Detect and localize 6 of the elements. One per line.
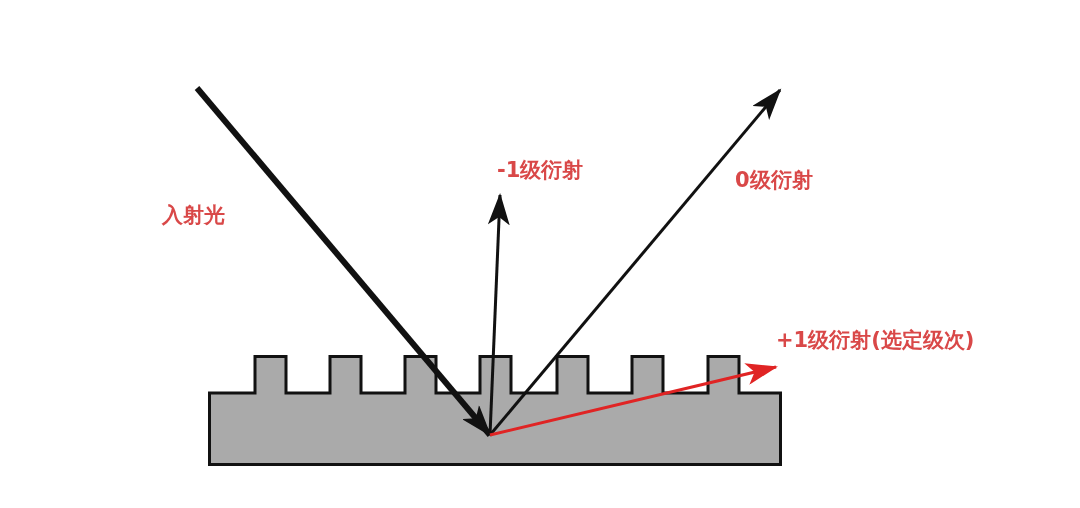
ray-label: 入射光 <box>162 205 225 226</box>
ray-label: 0级衍射 <box>735 170 813 191</box>
ray-label: +1级衍射(选定级次) <box>776 330 975 351</box>
ray-label: -1级衍射 <box>497 160 584 181</box>
arrow <box>489 363 778 437</box>
arrow <box>488 88 782 436</box>
